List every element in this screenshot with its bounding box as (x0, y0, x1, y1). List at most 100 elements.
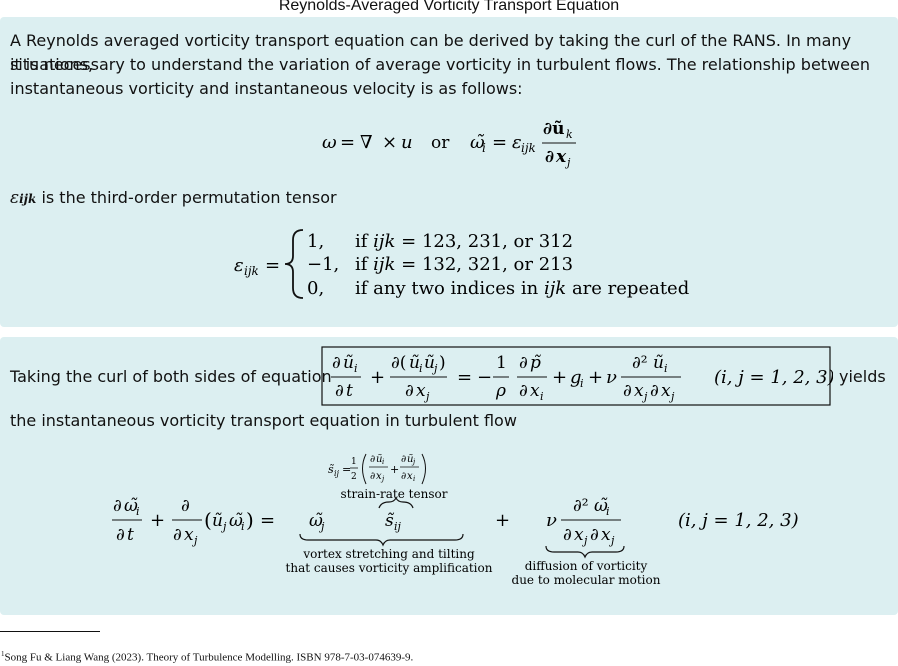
case-value-1: 1, (307, 231, 324, 252)
svg-text:∂(: ∂( (391, 353, 406, 373)
curl-sentence-start: Taking the curl of both sides of equatio… (10, 367, 332, 386)
svg-text:x: x (555, 147, 567, 167)
footnote: 1Song Fu & Liang Wang (2023). Theory of … (1, 650, 414, 664)
svg-text:ũ: ũ (407, 454, 413, 465)
svg-text:j: j (564, 156, 571, 169)
diffusion-note-1: diffusion of vorticity (525, 559, 648, 573)
svg-text:ij: ij (394, 520, 402, 533)
vorticity-transport-panel (0, 337, 898, 615)
svg-text:i: i (482, 141, 486, 155)
curl-sentence-end: yields (839, 367, 886, 386)
svg-text:i: i (241, 520, 245, 533)
svg-text:t: t (346, 381, 353, 401)
svg-text:j: j (380, 475, 385, 483)
svg-text:j: j (668, 390, 675, 403)
svg-text:ω̃: ω̃ (309, 511, 323, 531)
svg-text:x: x (376, 471, 382, 482)
svg-text:ũ: ũ (376, 454, 382, 465)
svg-text:p̃: p̃ (530, 353, 541, 373)
svg-text:s̃: s̃ (328, 463, 334, 476)
svg-text:i: i (580, 377, 584, 390)
svg-text:=: = (265, 255, 280, 276)
svg-text:+: + (390, 463, 399, 476)
svg-text:×: × (382, 132, 397, 153)
svg-text:∂²: ∂² (573, 496, 589, 516)
intro-line-3: instantaneous vorticity and instantaneou… (10, 79, 523, 98)
vorticity-definition-equation: ω = ∇ × u or ω̃ i = ε ijk ∂ũ k ∂ x j (322, 119, 576, 169)
svg-text:∂: ∂ (401, 454, 406, 465)
svg-text:j: j (641, 390, 648, 403)
svg-text:i: i (413, 475, 415, 483)
svg-text:+: + (495, 510, 510, 531)
intro-line-1: A Reynolds averaged vorticity transport … (10, 31, 852, 74)
svg-text:∂: ∂ (650, 381, 659, 401)
svg-text:j: j (608, 534, 615, 547)
underbrace-stretching (299, 533, 464, 547)
svg-text:ρ: ρ (495, 381, 506, 401)
svg-text:ε: ε (234, 255, 244, 276)
curl-sentence-line-2: the instantaneous vorticity transport eq… (10, 411, 517, 430)
svg-text:x: x (530, 381, 540, 401)
svg-text:=: = (342, 463, 351, 476)
svg-text:∂: ∂ (563, 525, 572, 545)
svg-text:j: j (581, 534, 588, 547)
svg-text:=: = (260, 510, 275, 531)
svg-text:ũ: ũ (409, 353, 420, 373)
svg-text:∂: ∂ (335, 381, 344, 401)
svg-text:ũ: ũ (212, 511, 223, 531)
permutation-sentence: εijk is the third-order permutation tens… (10, 188, 337, 208)
svg-text:∂: ∂ (113, 496, 122, 516)
svg-text:x: x (416, 381, 426, 401)
svg-text:): ) (439, 353, 446, 373)
svg-text:i: i (382, 458, 384, 466)
svg-text:∂: ∂ (181, 496, 190, 516)
case-value-3: 0, (307, 278, 324, 299)
svg-text:ν: ν (546, 510, 557, 531)
svg-text:∂: ∂ (173, 525, 182, 545)
svg-text:∂: ∂ (332, 353, 341, 373)
svg-text:j: j (220, 520, 227, 533)
svg-text:x: x (407, 471, 413, 482)
stretching-note-1: vortex stretching and tilting (302, 547, 475, 561)
svg-text:=: = (492, 132, 507, 153)
svg-text:s̃: s̃ (385, 511, 395, 531)
svg-text:ω: ω (322, 132, 337, 153)
svg-text:ν: ν (606, 367, 617, 388)
svg-text:∂: ∂ (590, 525, 599, 545)
svg-text:j: j (423, 390, 430, 403)
svg-text:−: − (477, 367, 492, 388)
diffusion-note-2: due to molecular motion (512, 573, 661, 587)
svg-text:x: x (574, 525, 584, 545)
svg-text:1: 1 (496, 353, 507, 373)
svg-text:ij: ij (334, 469, 340, 478)
svg-text:+: + (552, 367, 567, 388)
svg-text:i: i (606, 505, 610, 518)
permutation-tensor-cases: ε ijk = 1, if ijk = 123, 231, or 312 −1,… (234, 229, 689, 299)
svg-text:ijk: ijk (244, 264, 259, 278)
svg-text:ijk: ijk (521, 141, 536, 155)
svg-text:1: 1 (351, 457, 357, 467)
rans-index-range: (i, j = 1, 2, 3) (714, 367, 833, 388)
svg-text:k: k (566, 128, 573, 141)
svg-text:u: u (401, 132, 413, 153)
left-brace (284, 229, 304, 299)
svg-text:∂²: ∂² (632, 353, 648, 373)
svg-text:ũ: ũ (343, 353, 354, 373)
case-condition-1: if ijk = 123, 231, or 312 (355, 231, 573, 252)
svg-text:g: g (570, 367, 582, 388)
svg-text:ũ: ũ (653, 353, 664, 373)
svg-text:ω̃: ω̃ (470, 132, 485, 153)
overbrace-strain (378, 496, 414, 509)
underbrace-diffusion (545, 545, 625, 559)
svg-text:∂ũ: ∂ũ (543, 119, 564, 139)
page-title: Reynolds-Averaged Vorticity Transport Eq… (278, 0, 620, 14)
svg-text:j: j (191, 534, 198, 547)
svg-text:x: x (634, 381, 644, 401)
svg-text:∂: ∂ (116, 525, 125, 545)
or-word: or (431, 133, 450, 153)
svg-text:∇: ∇ (360, 132, 373, 153)
svg-text:j: j (318, 520, 325, 533)
svg-text:(: ( (204, 508, 212, 532)
